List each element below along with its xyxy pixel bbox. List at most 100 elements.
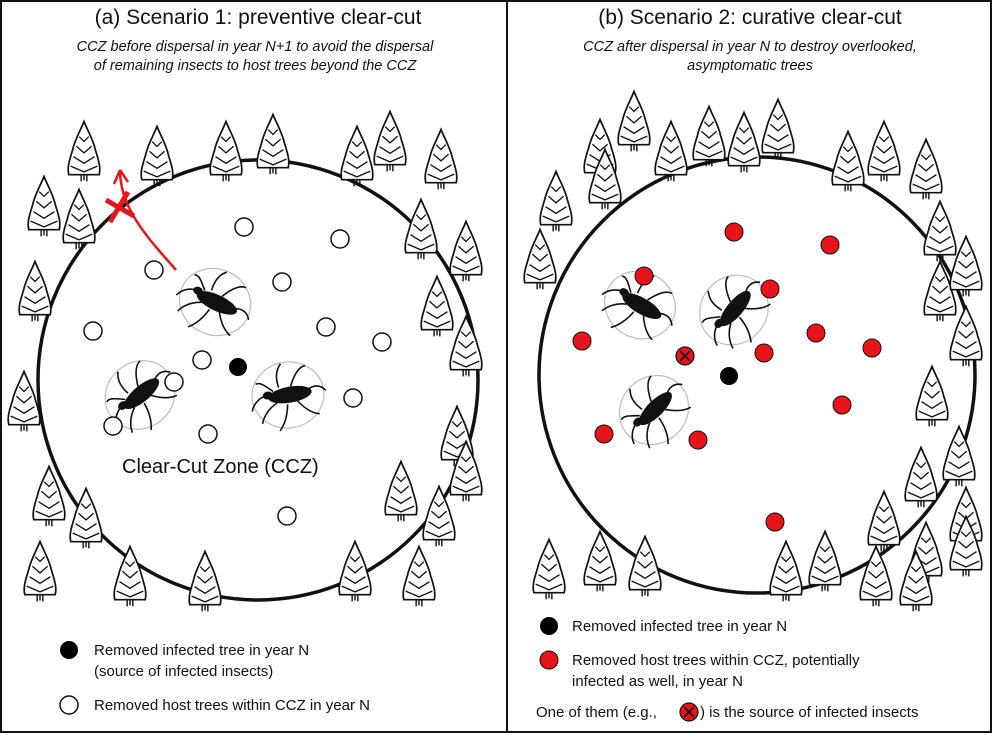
conifer-tree-icon: [402, 545, 436, 608]
host-tree-marker: [372, 332, 392, 352]
infected-host-marker: [594, 424, 614, 444]
panel-a-subtitle-line-2: of remaining insects to host trees beyon…: [93, 58, 417, 74]
infected-host-marker: [572, 331, 592, 351]
conifer-tree-icon: [62, 188, 96, 251]
infected-host-marker: [688, 430, 708, 450]
source-marker-icon: [675, 346, 695, 366]
conifer-tree-icon: [424, 128, 458, 191]
legend-b-host-line-2: infected as well, in year N: [572, 673, 743, 690]
conifer-tree-icon: [449, 315, 483, 378]
infected-host-markers-b: [572, 222, 882, 532]
beetle-group-a: [88, 255, 333, 447]
conifer-tree-icon: [909, 138, 943, 201]
conifer-tree-icon: [384, 460, 418, 523]
infected-tree-marker-b: [720, 367, 738, 385]
conifer-tree-icon: [628, 535, 662, 598]
conifer-tree-icon: [140, 125, 174, 188]
conifer-tree-icon: [340, 125, 374, 188]
host-tree-marker: [316, 317, 336, 337]
conifer-tree-icon: [209, 120, 243, 183]
host-tree-marker: [198, 424, 218, 444]
legend-b-source-prefix: One of them (e.g.,: [536, 704, 657, 721]
infected-host-marker: [760, 279, 780, 299]
conifer-tree-icon: [532, 538, 566, 601]
infected-host-marker: [832, 395, 852, 415]
legend-b-host-line-1: Removed host trees within CCZ, potential…: [572, 652, 860, 669]
panel-b-title: (b) Scenario 2: curative clear-cut: [598, 6, 902, 29]
conifer-tree-icon: [69, 487, 103, 550]
tree-group-b: [523, 90, 983, 613]
legend-a-host: Removed host trees within CCZ in year N: [94, 697, 370, 714]
conifer-tree-icon: [923, 260, 957, 323]
legend-a-infected-line-2: (source of infected insects): [94, 663, 274, 680]
conifer-tree-icon: [942, 425, 976, 488]
conifer-tree-icon: [923, 200, 957, 263]
conifer-tree-icon: [808, 530, 842, 593]
conifer-tree-icon: [523, 228, 557, 291]
legend-infected-marker-b: [540, 617, 558, 635]
conifer-tree-icon: [692, 105, 726, 168]
conifer-tree-icon: [654, 120, 688, 183]
legend-infected-marker-a: [60, 641, 78, 659]
infected-host-marker: [754, 343, 774, 363]
legend-b-infected: Removed infected tree in year N: [572, 618, 788, 635]
legend-host-marker-b: [539, 650, 559, 670]
panel-b-frame: [506, 0, 992, 733]
infected-host-marker: [724, 222, 744, 242]
host-tree-marker: [103, 416, 123, 436]
conifer-tree-icon: [769, 540, 803, 603]
conifer-tree-icon: [867, 120, 901, 183]
host-tree-marker: [144, 260, 164, 280]
infected-tree-marker-a: [229, 358, 247, 376]
panel-a-title: (a) Scenario 1: preventive clear-cut: [94, 6, 422, 29]
conifer-tree-icon: [449, 220, 483, 283]
host-tree-marker: [330, 229, 350, 249]
conifer-tree-icon: [27, 175, 61, 238]
conifer-tree-icon: [915, 365, 949, 428]
host-tree-marker: [164, 372, 184, 392]
clear-cut-zone-circle-b: [537, 155, 977, 595]
legend-b-source-suffix: ) is the source of infected insects: [700, 704, 919, 721]
conifer-tree-icon: [404, 198, 438, 261]
blocked-dispersal-cross-icon: [104, 169, 177, 271]
conifer-tree-icon: [7, 370, 41, 433]
conifer-tree-icon: [617, 90, 651, 153]
host-tree-markers-a: [83, 217, 392, 526]
panel-b-subtitle-line-2: asymptomatic trees: [687, 58, 813, 74]
conifer-tree-icon: [338, 540, 372, 603]
panel-a-subtitle-line-1: CCZ before dispersal in year N+1 to avoi…: [76, 39, 434, 55]
host-tree-marker: [83, 321, 103, 341]
conifer-tree-icon: [373, 110, 407, 173]
infected-host-marker: [634, 266, 654, 286]
conifer-tree-icon: [67, 120, 101, 183]
legend-a-infected-line-1: Removed infected tree in year N: [94, 642, 310, 659]
conifer-tree-icon: [539, 170, 573, 233]
legend-source-marker-icon: [679, 702, 699, 722]
beetle-icon: [602, 358, 706, 462]
infected-host-marker: [806, 323, 826, 343]
conifer-tree-icon: [18, 260, 52, 323]
host-tree-marker: [192, 350, 212, 370]
host-tree-marker: [343, 388, 363, 408]
conifer-tree-icon: [904, 446, 938, 509]
clear-cut-zone-label: Clear-Cut Zone (CCZ): [122, 456, 319, 478]
conifer-tree-icon: [23, 540, 57, 603]
conifer-tree-icon: [188, 550, 222, 613]
conifer-tree-icon: [761, 98, 795, 161]
infected-host-marker: [820, 235, 840, 255]
host-tree-marker: [277, 506, 297, 526]
infected-host-marker: [862, 338, 882, 358]
beetle-icon: [165, 255, 265, 350]
conifer-tree-icon: [113, 545, 147, 608]
legend-host-marker-a: [59, 695, 79, 715]
conifer-tree-icon: [422, 485, 456, 548]
conifer-tree-icon: [867, 490, 901, 553]
conifer-tree-icon: [859, 545, 893, 608]
beetle-icon: [244, 355, 333, 436]
conifer-tree-icon: [831, 130, 865, 193]
host-tree-marker: [272, 272, 292, 292]
host-tree-marker: [234, 217, 254, 237]
conifer-tree-icon: [256, 113, 290, 176]
